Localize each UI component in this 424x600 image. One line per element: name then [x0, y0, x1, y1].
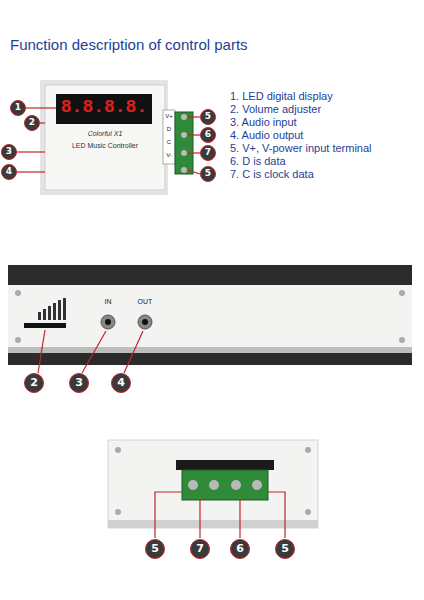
pin-name: D [163, 126, 175, 132]
callout-number: 4 [1, 164, 17, 180]
callout-number: 5 [200, 109, 216, 125]
screw [399, 290, 405, 296]
terminal-bracket [176, 460, 274, 470]
panel-edge [108, 520, 318, 528]
audio-jack [138, 315, 152, 329]
digital-display [56, 94, 152, 124]
brand-name: Colorful X1 [45, 130, 165, 137]
screw [252, 480, 262, 490]
callout-number: 7 [200, 145, 216, 161]
callout-number: 3 [69, 373, 89, 393]
screw [188, 480, 198, 490]
screw [231, 480, 241, 490]
leader-lines [17, 108, 200, 174]
callout-number: 6 [230, 539, 250, 559]
title: Function description of control parts [10, 36, 248, 53]
screw [305, 509, 311, 515]
screw [115, 447, 121, 453]
screw [115, 509, 121, 515]
function-item: 2. Volume adjuster [230, 103, 321, 115]
screw [181, 150, 187, 156]
callout-number: 5 [275, 539, 295, 559]
terminal-strip [163, 110, 175, 164]
screw [15, 337, 21, 343]
function-item: 3. Audio input [230, 116, 297, 128]
display-digits: 8.8.8.8. [58, 97, 150, 117]
housing-flange [40, 80, 168, 195]
callout-number: 5 [145, 539, 165, 559]
pin-name: V- [163, 152, 175, 158]
audio-jack [101, 315, 115, 329]
controller-housing [45, 85, 165, 190]
screw [181, 132, 187, 138]
screw [181, 114, 187, 120]
callout-number: 4 [111, 373, 131, 393]
volume-slot [24, 323, 66, 328]
callout-number: 7 [190, 539, 210, 559]
end-panel [108, 440, 318, 528]
callout-number: 6 [200, 127, 216, 143]
screw [209, 480, 219, 490]
volume-bars [38, 298, 66, 320]
callout-number: 2 [24, 115, 40, 131]
callout-number: 1 [10, 100, 26, 116]
jack-label: IN [98, 298, 118, 305]
callout-number: 5 [200, 166, 216, 182]
panel-edge [8, 347, 412, 353]
leader-lines [155, 492, 285, 538]
function-item: 1. LED digital display [230, 90, 333, 102]
jack-hole [105, 319, 111, 325]
jack-hole [142, 319, 148, 325]
jack-label: OUT [132, 298, 158, 305]
pin-name: C [163, 139, 175, 145]
screw [15, 290, 21, 296]
screw [305, 447, 311, 453]
callout-number: 3 [1, 144, 17, 160]
screw [399, 337, 405, 343]
terminal-block [175, 112, 193, 174]
leader-lines [38, 330, 143, 373]
pin-name: V+ [163, 113, 175, 119]
callout-number: 2 [24, 373, 44, 393]
function-item: 5. V+, V-power input terminal [230, 142, 372, 154]
function-item: 4. Audio output [230, 129, 303, 141]
function-item: 6. D is data [230, 155, 286, 167]
side-panel [8, 285, 412, 347]
function-item: 7. C is clock data [230, 168, 314, 180]
product-name: LED Music Controller [45, 142, 165, 149]
terminal-block [182, 470, 268, 500]
screw [181, 167, 187, 173]
photo-ground [8, 265, 412, 365]
